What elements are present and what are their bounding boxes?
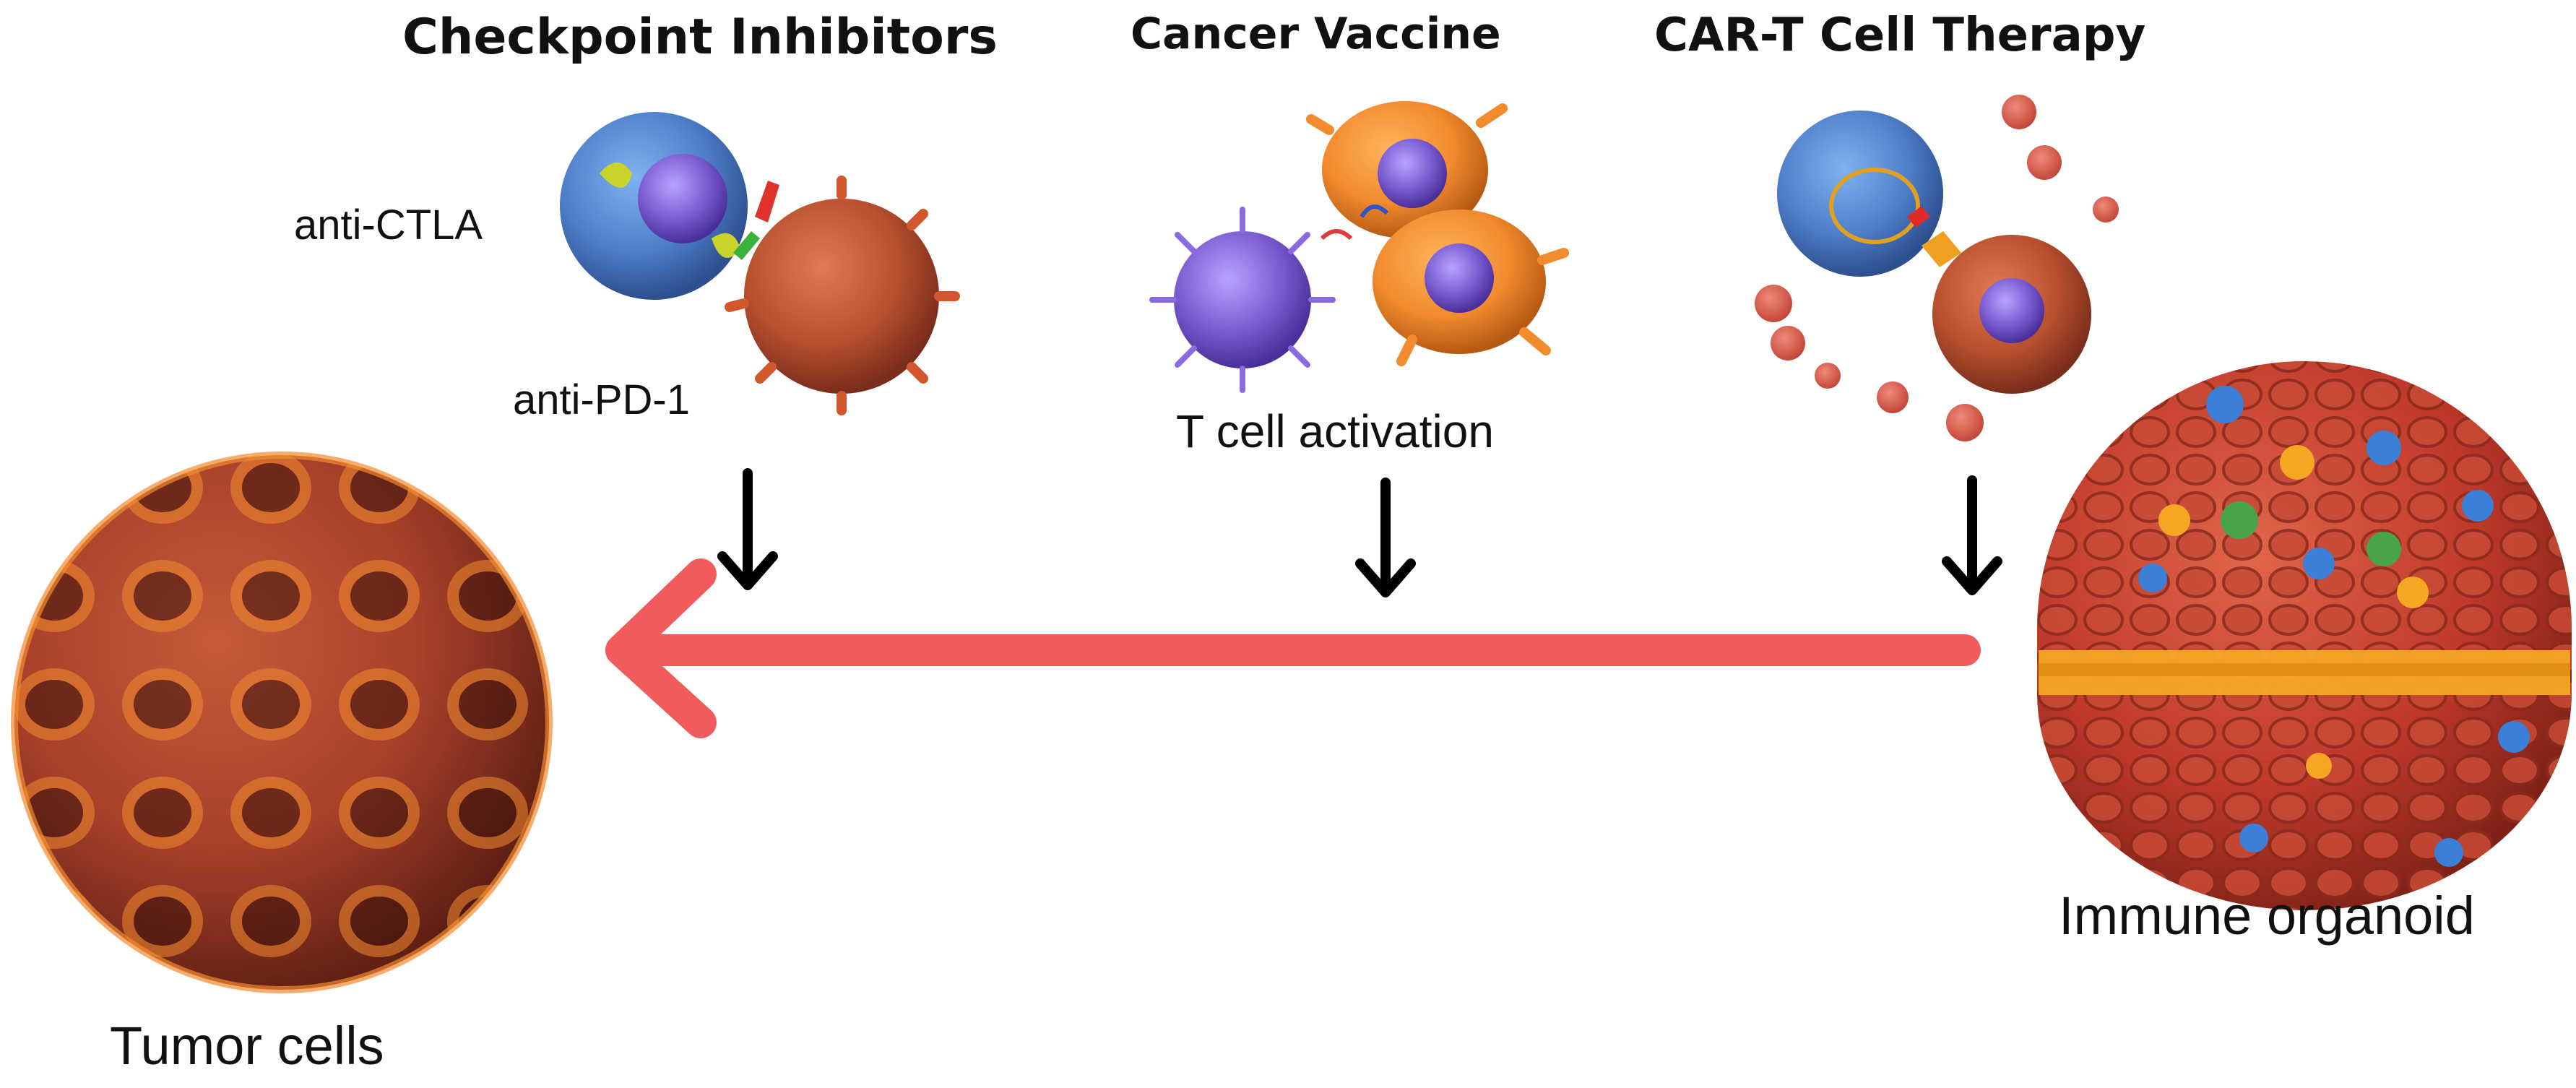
label-immune-organoid: Immune organoid (2059, 886, 2475, 946)
label-t-cell-activation: T cell activation (1176, 405, 1494, 457)
down-arrow-vaccine (1355, 478, 1416, 597)
checkpoint-inhibitor-cells-illustration (560, 112, 960, 415)
car-t-cells-illustration (1755, 95, 2119, 441)
main-arrow (605, 558, 1981, 738)
heading-car-t-cell-therapy: CAR-T Cell Therapy (1654, 9, 2146, 62)
immune-organoid-sphere (2037, 361, 2572, 910)
down-arrow-checkpoint (717, 468, 778, 590)
down-arrow-cart (1942, 475, 2002, 595)
cancer-vaccine-cells-illustration (1149, 101, 1569, 393)
label-anti-ctla: anti-CTLA (294, 202, 483, 249)
label-anti-pd-1: anti-PD-1 (513, 376, 690, 423)
heading-checkpoint-inhibitors: Checkpoint Inhibitors (402, 9, 998, 66)
tumor-cells-sphere (11, 452, 553, 993)
heading-cancer-vaccine: Cancer Vaccine (1131, 9, 1501, 59)
label-tumor-cells: Tumor cells (110, 1016, 384, 1076)
